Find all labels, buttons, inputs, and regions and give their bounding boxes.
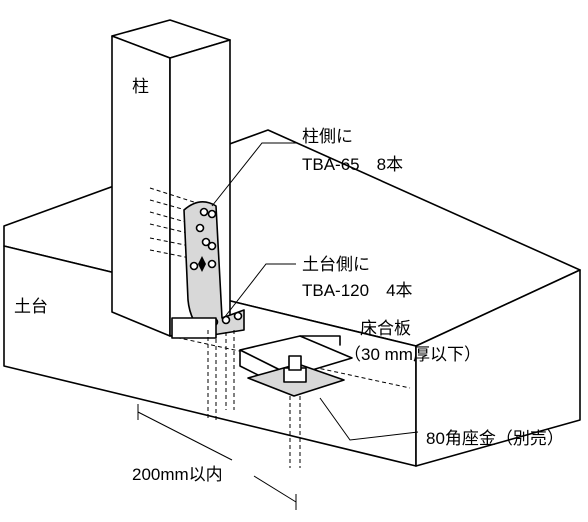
floor-board-label-line2: （30 mm厚以下） [344, 345, 481, 364]
sill-side-face [415, 269, 581, 467]
dimension-label: 200mm以内 [132, 465, 223, 484]
bracket-hole [195, 223, 205, 233]
bracket-arrow-mark [198, 256, 206, 272]
post-label: 柱 [132, 77, 149, 96]
metal-bracket [183, 201, 245, 337]
sill-side-leader [223, 263, 296, 319]
bracket-hole [199, 207, 209, 217]
washer-leader [319, 397, 419, 441]
bolt-stud [288, 355, 302, 371]
sill-side-label-line1: 土台側に [302, 255, 370, 274]
sill-block [3, 129, 581, 467]
post-screw [149, 187, 201, 205]
square-washer [247, 355, 345, 468]
washer-label: 80角座金（別売） [426, 429, 564, 448]
leader-lines [211, 142, 419, 441]
bracket-plate [183, 201, 245, 337]
bracket-hole [201, 237, 211, 247]
dimension-segment-right [253, 475, 297, 503]
sill-screws [171, 317, 235, 420]
post-base-notch [171, 317, 217, 339]
bracket-hole [233, 311, 243, 321]
dimension-segment-left [137, 411, 233, 461]
bracket-hole [207, 259, 217, 269]
bracket-hole [207, 241, 217, 251]
bracket-hole [207, 209, 217, 219]
floor-board-label-line1: 床合板 [360, 319, 411, 338]
sill-side-label-line2: TBA-120 4本 [302, 281, 413, 300]
post-side-leader [211, 142, 296, 207]
post-side-label-line1: 柱側に [302, 127, 353, 146]
sill-label: 土台 [14, 297, 48, 316]
bracket-hole [189, 261, 199, 271]
floor-board-edge [299, 335, 341, 346]
bracket-hole [221, 315, 231, 325]
dimension-line [137, 404, 297, 510]
post-side-label-line2: TBA-65 8本 [302, 155, 403, 174]
